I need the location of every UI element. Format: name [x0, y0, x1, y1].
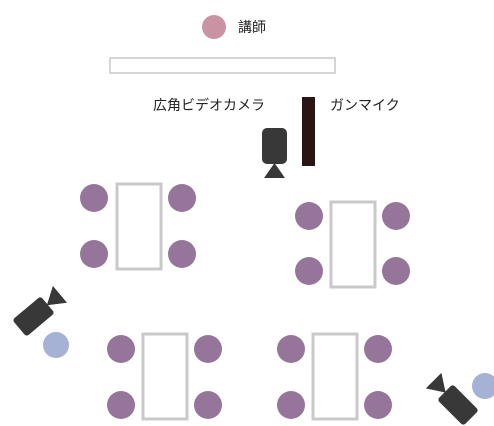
front-desk: [109, 57, 336, 74]
table: [311, 332, 359, 421]
participant: [364, 335, 392, 363]
gun-mic-group: ガンマイク: [302, 97, 400, 166]
table: [115, 182, 163, 271]
participant: [194, 391, 222, 419]
video-camera-icon: [262, 128, 287, 178]
lecturer-marker: [202, 15, 226, 39]
table-group: [277, 332, 392, 421]
table: [141, 332, 189, 421]
participant: [107, 335, 135, 363]
participant: [168, 240, 196, 268]
participant: [80, 184, 108, 212]
camera-operator-left: [13, 285, 69, 358]
lecturer-group: 講師: [202, 15, 266, 39]
microphone-icon: [302, 97, 315, 166]
participant: [194, 335, 222, 363]
participant: [295, 202, 323, 230]
video-camera-icon: [13, 285, 67, 336]
participant: [107, 391, 135, 419]
participant: [382, 202, 410, 230]
participant: [80, 240, 108, 268]
participant: [277, 391, 305, 419]
table-group: [80, 182, 196, 271]
video-camera-icon: [425, 372, 478, 425]
camera-operator: [43, 332, 69, 358]
camera-operator-right: [425, 372, 494, 425]
table-group: [295, 200, 410, 289]
participant: [382, 257, 410, 285]
gun-mic-label: ガンマイク: [330, 98, 400, 114]
wide-camera-label: 広角ビデオカメラ: [153, 97, 265, 114]
participant: [295, 257, 323, 285]
wide-camera-group: 広角ビデオカメラ: [153, 97, 287, 178]
lecturer-label: 講師: [238, 20, 266, 36]
participant: [364, 391, 392, 419]
camera-operator: [472, 373, 494, 399]
table: [329, 200, 377, 289]
participant: [168, 184, 196, 212]
table-group: [107, 332, 222, 421]
participant: [277, 335, 305, 363]
